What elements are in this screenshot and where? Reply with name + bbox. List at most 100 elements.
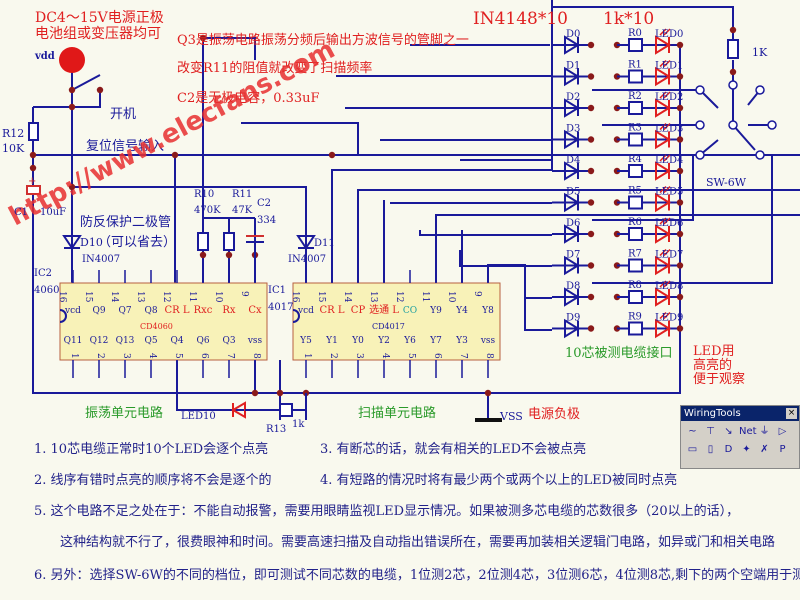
ic1-pin-number: 1 — [302, 353, 312, 359]
junction-dot — [676, 199, 684, 206]
part-tool-icon[interactable]: ▭ — [687, 444, 698, 455]
junction-dot — [484, 389, 492, 397]
junction-tool-icon[interactable]: ✦ — [742, 444, 751, 455]
led-label: LED9 — [655, 313, 683, 324]
note-6: 6. 另外：选择SW-6W的不同的档位，即可测试不同芯数的电缆，1位测2芯，2位… — [34, 568, 800, 583]
ic2-pin-label: Q4 — [170, 336, 183, 346]
ic2-pin-label: Q13 — [116, 336, 135, 346]
ic1-pin-label: Y2 — [377, 336, 390, 346]
no-erc-tool-icon[interactable]: ✗ — [760, 444, 769, 455]
junction-dot — [587, 73, 595, 80]
junction-dot — [729, 68, 737, 76]
wiring-tools-title: WiringTools — [684, 408, 741, 419]
junction-dot — [29, 151, 37, 159]
net-label-tool-icon[interactable]: Net — [739, 426, 757, 437]
note-5-cont: 这种结构就不行了，很费眼神和时间。需要高速扫描及自动指出错误所在，需要再加装相关… — [60, 535, 776, 550]
junction-dot — [676, 262, 684, 269]
resistor-label: R6 — [628, 217, 642, 228]
ic1-pin-number: 14 — [342, 291, 352, 303]
junction-dot — [251, 389, 259, 397]
wiring-tools-panel[interactable]: WiringTools × ~ ⊤ ↘ Net⏚ ▷ ▭ ▯ D ✦ ✗ P — [680, 405, 800, 469]
sheet-symbol-tool-icon[interactable]: ▯ — [707, 444, 714, 455]
wire-tool-icon[interactable]: ~ — [688, 426, 697, 437]
wiring-tools-titlebar[interactable]: WiringTools × — [681, 406, 799, 421]
led-label: LED1 — [655, 61, 683, 72]
ic2-pin-number: 3 — [121, 353, 131, 359]
resistor-label: R0 — [628, 28, 642, 39]
switch-contact-icon — [755, 85, 765, 95]
note-3: 3. 有断芯的话，就会有相关的LED不会被点亮 — [320, 442, 587, 457]
ic1-pin-label: Y0 — [351, 336, 364, 346]
bus-tool-icon[interactable]: ⊤ — [706, 426, 715, 437]
ic2-pin-number: 13 — [135, 291, 145, 303]
resistor-r1-icon — [628, 69, 643, 84]
diode-label: D5 — [566, 187, 580, 198]
ic1-pin-label: vss — [480, 336, 496, 346]
led-led8-icon — [655, 287, 671, 307]
ic2-pin-label: Rx — [222, 305, 236, 316]
ic1-pin-label: Y1 — [325, 336, 338, 346]
ic2-pin-number: 16 — [57, 291, 67, 303]
led-led7-icon — [655, 255, 671, 276]
ic2-pin-number: 1 — [69, 353, 79, 359]
diode-label: D0 — [566, 29, 580, 40]
resistor-label: R9 — [628, 312, 642, 323]
port-tool-icon[interactable]: P — [779, 444, 786, 455]
wire — [245, 393, 307, 411]
ic2-pin-label: Cx — [248, 305, 262, 316]
resistor-r7-icon — [628, 258, 643, 273]
resistor-label: R5 — [628, 186, 642, 197]
junction-dot — [587, 325, 595, 332]
diode-d4-icon — [564, 161, 580, 181]
junction-dot — [729, 26, 737, 34]
ic2-pin-number: 4 — [147, 353, 157, 359]
junction-dot — [225, 251, 233, 259]
resistor-r11-icon — [223, 232, 235, 251]
led-led0-icon — [655, 35, 671, 55]
ic2-pin-number: 2 — [95, 353, 105, 359]
diode-icon — [62, 235, 82, 250]
ic1-pin-label: CP — [351, 305, 366, 316]
switch-contact-icon — [767, 120, 777, 130]
ic1-pin-number: 16 — [290, 291, 300, 303]
diode-d2-icon — [564, 98, 580, 118]
ic1-pin-number: 6 — [432, 353, 442, 359]
resistor-r2-icon — [628, 101, 643, 115]
ic1-pin-label: Y9 — [429, 306, 442, 316]
light-arrow-icon — [659, 185, 671, 194]
switch-contact-icon — [755, 150, 765, 160]
junction-dot — [68, 86, 76, 94]
resistor-r4-icon — [628, 164, 643, 178]
led-led6-icon — [655, 224, 671, 244]
diode-label: D8 — [566, 281, 580, 292]
switch-contact-icon — [728, 120, 738, 130]
ic2-pin-number: 15 — [83, 291, 93, 303]
junction-dot — [587, 41, 595, 49]
led-led9-icon — [655, 318, 671, 339]
junction-dot — [68, 183, 76, 191]
light-arrow-icon — [659, 280, 671, 288]
ic1-pin-label: Y7 — [429, 336, 442, 346]
junction-dot — [587, 104, 595, 112]
resistor-r10-icon — [197, 232, 209, 251]
resistor-r9-icon — [628, 321, 643, 336]
diode-d6-icon — [564, 224, 580, 244]
ic1-notch — [292, 309, 300, 323]
ic1-pin-label: Y4 — [455, 306, 468, 316]
switch-contact-icon — [695, 85, 705, 95]
power-port-tool-icon[interactable]: ▷ — [778, 426, 787, 437]
close-button[interactable]: × — [786, 408, 797, 419]
diode-label: D3 — [566, 124, 580, 135]
sheet-entry-tool-icon[interactable]: D — [724, 444, 733, 455]
note-1: 1. 10芯电缆正常时10个LED会逐个点亮 — [34, 442, 269, 457]
diode-label: D6 — [566, 218, 580, 229]
ic1-pin-number: 8 — [484, 353, 494, 359]
resistor-r3-icon — [628, 132, 643, 147]
ic2-pin-label: Q12 — [90, 336, 109, 346]
resistor-label: R7 — [628, 249, 642, 260]
ground-tool-icon[interactable]: ⏚ — [759, 426, 770, 437]
junction-dot — [587, 167, 595, 175]
led-led2-icon — [655, 98, 671, 118]
bus-entry-tool-icon[interactable]: ↘ — [724, 426, 733, 437]
